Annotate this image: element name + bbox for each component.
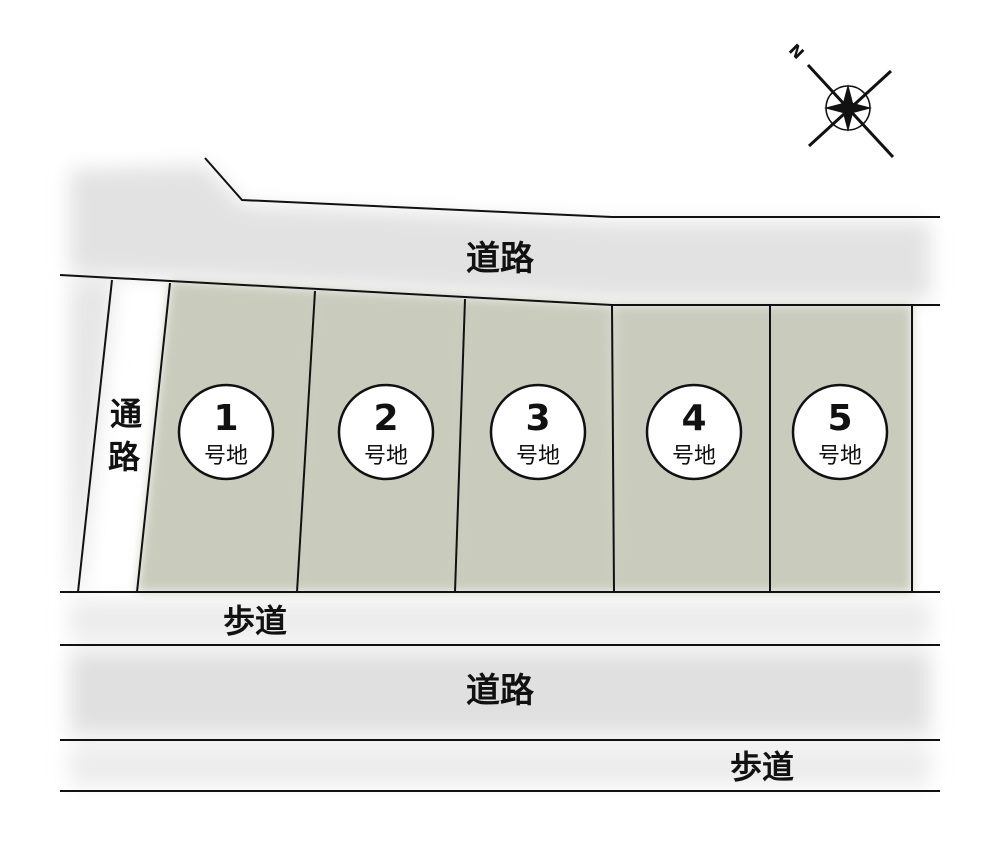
lot-number: 5 — [827, 398, 852, 439]
top-road-label: 道路 — [466, 239, 535, 279]
lot-number: 2 — [373, 398, 398, 439]
bottom-road-label: 道路 — [466, 671, 535, 711]
lot-badge-circle — [645, 383, 743, 481]
lot-number: 3 — [525, 398, 550, 439]
road-shading — [70, 165, 930, 786]
lower-sidewalk-label: 歩道 — [730, 748, 794, 786]
lot-number: 4 — [681, 398, 706, 439]
lot-number: 1 — [213, 398, 238, 439]
lot-label: 号地 — [364, 444, 408, 469]
boundary-lines — [59, 157, 940, 792]
lot-label: 号地 — [672, 444, 716, 469]
compass-icon: N — [785, 40, 895, 159]
lot-badge-circle — [337, 383, 435, 481]
side-path-label-2: 路 — [108, 438, 141, 476]
lot-badge-circle — [791, 383, 889, 481]
north-label: N — [785, 40, 808, 63]
lot-label: 号地 — [818, 444, 862, 469]
lot-badge-circle — [177, 383, 275, 481]
lot-1-badge[interactable]: 1 号地 — [177, 383, 275, 481]
lot-4-badge[interactable]: 4 号地 — [645, 383, 743, 481]
lot-label: 号地 — [204, 444, 248, 469]
lot-label: 号地 — [516, 444, 560, 469]
side-path-label-1: 通 — [110, 395, 142, 433]
lot-2-badge[interactable]: 2 号地 — [337, 383, 435, 481]
lot-5-badge[interactable]: 5 号地 — [791, 383, 889, 481]
lot-badge-circle — [489, 383, 587, 481]
upper-sidewalk-label: 歩道 — [223, 602, 287, 640]
lot-3-badge[interactable]: 3 号地 — [489, 383, 587, 481]
